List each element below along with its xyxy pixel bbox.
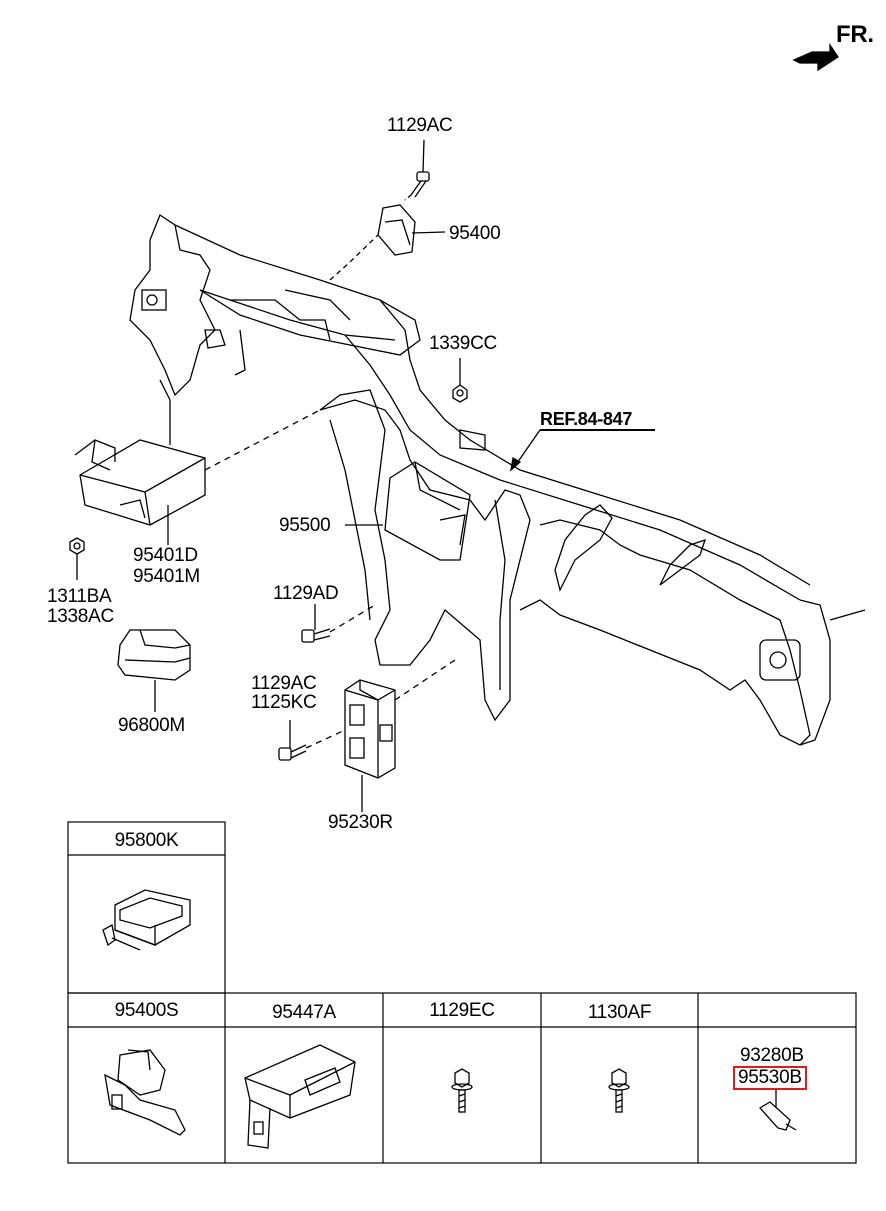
table-cell-title: 1129EC (429, 1000, 495, 1021)
sub-label-93280B: 93280B (740, 1045, 804, 1066)
cowl-cross-member (129, 214, 866, 746)
nut-1339CC (452, 358, 468, 403)
front-arrow-icon (792, 42, 839, 72)
callout-1311BA: 1311BA (47, 586, 112, 607)
part-95230R (344, 659, 456, 812)
table-cell-title: 95800K (114, 830, 179, 851)
nut-1311BA (69, 537, 85, 580)
part-95400 (329, 204, 446, 281)
part-95530B-icon (758, 1090, 797, 1131)
callout-1339CC: 1339CC (429, 333, 497, 354)
highlighted-part-95530B: 95530B (733, 1066, 807, 1090)
part-95400S-icon (104, 1049, 186, 1136)
callout-95500: 95500 (279, 515, 331, 536)
part-95447A-icon (244, 1044, 356, 1149)
callout-1338AC: 1338AC (47, 606, 114, 627)
bolt-1130AF-icon (608, 1068, 630, 1113)
table-cell-title: 1130AF (587, 1002, 652, 1023)
callout-1129AC-top: 1129AC (387, 115, 453, 136)
bolt-1129AC-1125KC (278, 720, 346, 761)
bolt-1129EC-icon (451, 1068, 473, 1113)
parts-table-grid (67, 821, 857, 1164)
ref-label: REF.84-847 (540, 409, 633, 429)
callout-96800M: 96800M (118, 715, 185, 736)
front-label: FR. (836, 21, 874, 48)
part-95800K-icon (102, 889, 191, 951)
callout-95401D: 95401D (133, 545, 198, 566)
callout-1129AC-bottom: 1129AC (251, 673, 317, 694)
callout-95401M: 95401M (133, 566, 200, 587)
table-cell-title: 95400S (114, 1000, 179, 1021)
ref-leader (510, 429, 655, 472)
bolt-1129AD (301, 604, 376, 643)
callout-1129AD: 1129AD (273, 583, 339, 604)
bolt-1129AC-top (404, 139, 430, 201)
callout-95230R: 95230R (328, 812, 393, 833)
table-cell-title: 95447A (272, 1002, 336, 1023)
callout-1125KC: 1125KC (251, 692, 317, 713)
callout-95400: 95400 (449, 223, 501, 244)
part-95500 (345, 461, 471, 561)
part-95401D (74, 379, 321, 545)
part-96800M (117, 629, 191, 712)
